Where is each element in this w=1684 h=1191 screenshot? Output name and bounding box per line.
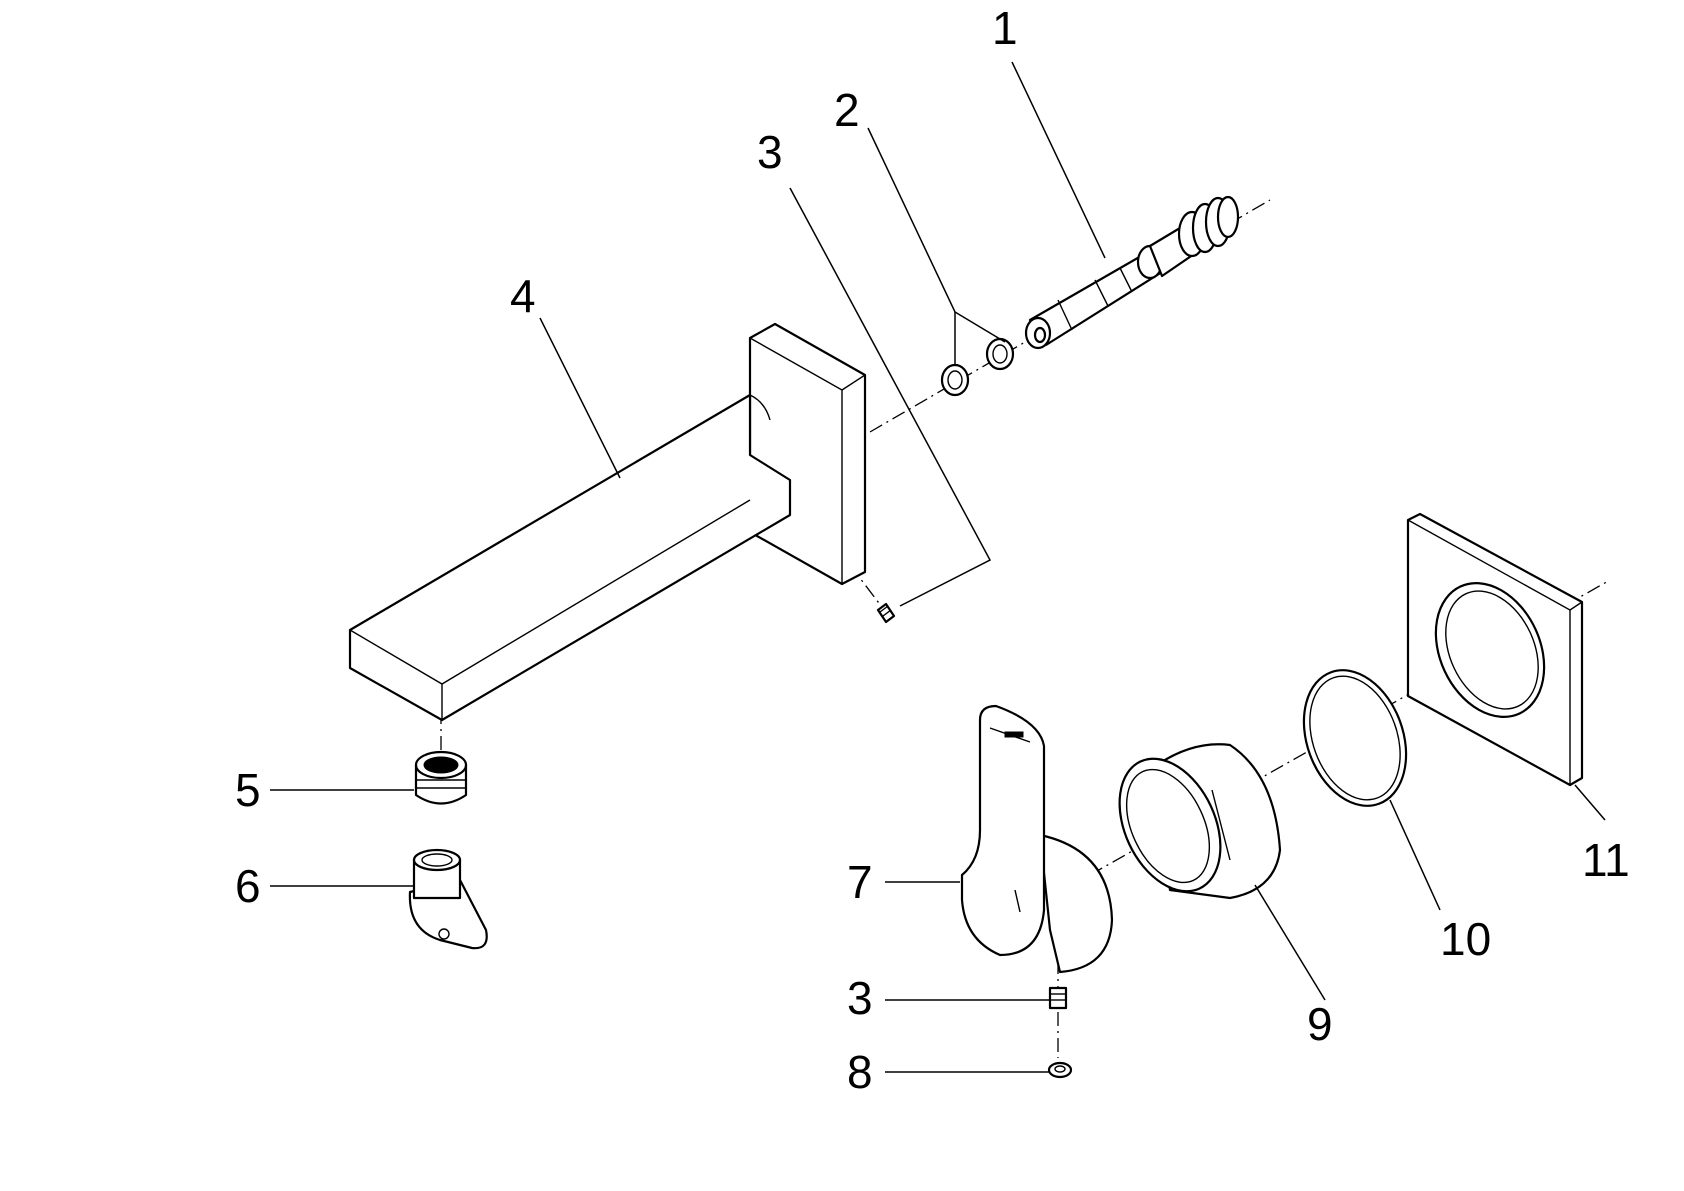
callout-6: 6 (235, 860, 261, 912)
callout-8: 8 (847, 1046, 873, 1098)
wall-plate-part (1406, 512, 1584, 787)
callout-7: 7 (847, 856, 873, 908)
o-ring-part-a (940, 363, 970, 397)
aerator-key-part (408, 848, 488, 950)
gasket-ring-part (1302, 669, 1408, 807)
o-ring-part-b (985, 337, 1015, 371)
callout-3-upper: 3 (757, 126, 783, 178)
grub-screw-upper (876, 602, 896, 624)
grub-screw-lower (1048, 986, 1068, 1010)
lever-handle-part (960, 704, 1114, 974)
callout-9: 9 (1307, 998, 1333, 1050)
callout-5: 5 (235, 764, 261, 816)
callout-11: 11 (1582, 834, 1630, 886)
aerator-part (414, 750, 468, 805)
leader-lines (270, 61, 1606, 1073)
spout-part (348, 322, 867, 722)
callout-1: 1 (992, 2, 1018, 54)
callout-3-lower: 3 (847, 972, 873, 1024)
sleeve-part (1118, 743, 1282, 900)
cartridge-part (1024, 195, 1240, 350)
cover-cap-part (1047, 1061, 1073, 1079)
callout-4: 4 (510, 270, 536, 322)
callout-10: 10 (1440, 913, 1491, 965)
callout-2: 2 (834, 84, 860, 136)
